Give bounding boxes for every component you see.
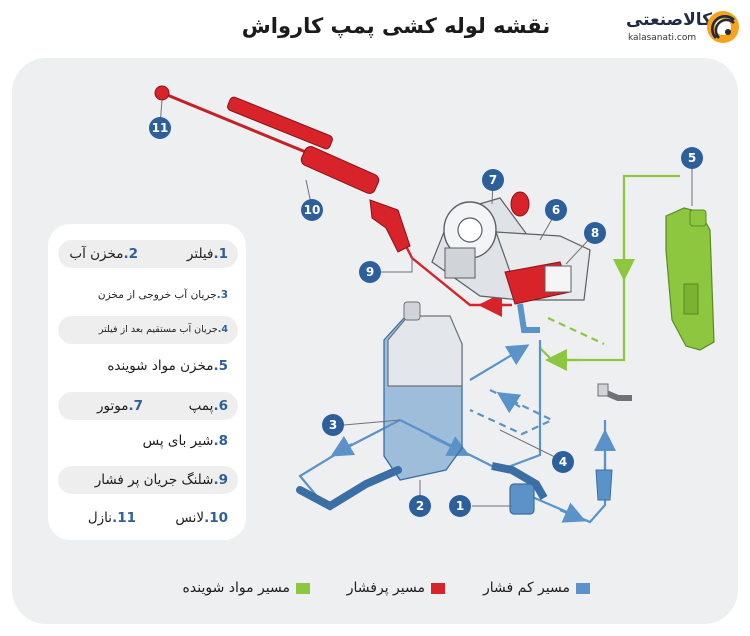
legend-item-8: 8.شیر بای پس — [142, 433, 228, 449]
component-legend-card: 1.فیلتر 2.مخزن آب 3.جریان آب خروجی از مخ… — [48, 224, 246, 540]
detergent-tank-image — [665, 207, 715, 351]
callout-badge-9: 9 — [359, 261, 381, 283]
callout-badge-7: 7 — [482, 169, 504, 191]
legend-item-1: 1.فیلتر — [186, 246, 228, 262]
callout-badge-8: 8 — [584, 222, 606, 244]
filter-image — [491, 462, 548, 515]
legend-item-4: 4.جریان آب مستقیم بعد از فیلتر — [98, 324, 228, 335]
motor-pump-image — [431, 191, 591, 333]
high-pressure-swatch — [431, 582, 445, 594]
callout-badge-1: 1 — [449, 495, 471, 517]
gear-wifi-logo-icon — [707, 11, 739, 43]
legend-item-2: 2.مخزن آب — [69, 246, 138, 262]
svg-text:8: 8 — [591, 226, 599, 240]
detergent-swatch — [296, 582, 310, 594]
legend-row-5: 5.مخزن مواد شوینده — [58, 352, 238, 380]
legend-row-4: 4.جریان آب مستقیم بعد از فیلتر — [58, 316, 238, 344]
path-key-high-pressure: مسیر پرفشار — [335, 577, 445, 599]
callout-badge-2: 2 — [409, 495, 431, 517]
callout-badge-4: 4 — [552, 451, 574, 473]
legend-item-6: 6.پمپ — [188, 398, 228, 414]
brand-logo-block[interactable]: کالاصنعتی kalasanati.com — [608, 6, 748, 48]
legend-row-1-2: 1.فیلتر 2.مخزن آب — [58, 240, 238, 268]
path-key-detergent: مسیر مواد شوینده — [160, 577, 310, 599]
callout-badge-10: 10 — [301, 199, 323, 221]
svg-text:10: 10 — [304, 203, 321, 217]
svg-text:3: 3 — [329, 418, 337, 432]
low-pressure-swatch — [576, 582, 590, 594]
faucet-valve-image — [595, 383, 632, 501]
svg-text:7: 7 — [489, 173, 497, 187]
callout-badge-3: 3 — [322, 414, 344, 436]
svg-text:2: 2 — [416, 499, 424, 513]
lance-gun-image — [154, 85, 411, 253]
brand-url: kalasanati.com — [628, 33, 697, 43]
svg-text:9: 9 — [366, 265, 374, 279]
path-key-low-pressure: مسیر کم فشار — [470, 577, 590, 599]
legend-row-6-7: 6.پمپ 7.موتور — [58, 392, 238, 420]
detergent-path — [539, 174, 680, 371]
legend-row-10-11: 10.لانس 11.نازل — [58, 504, 238, 532]
svg-text:5: 5 — [688, 151, 696, 165]
svg-text:6: 6 — [552, 203, 560, 217]
water-tank-image — [296, 301, 463, 511]
svg-text:4: 4 — [559, 455, 567, 469]
page-title: نقشه لوله کشی پمپ کارواش — [241, 14, 551, 38]
legend-item-11: 11.نازل — [87, 510, 136, 526]
legend-row-3: 3.جریان آب خروجی از مخزن — [58, 281, 238, 309]
legend-item-7: 7.موتور — [96, 398, 143, 414]
legend-row-8: 8.شیر بای پس — [58, 427, 238, 455]
legend-item-3: 3.جریان آب خروجی از مخزن — [97, 289, 228, 301]
svg-text:1: 1 — [456, 499, 464, 513]
callout-badge-11: 11 — [149, 117, 171, 139]
callout-badge-6: 6 — [545, 199, 567, 221]
legend-item-9: 9.شلنگ جریان پر فشار — [94, 472, 228, 488]
callout-badge-5: 5 — [681, 147, 703, 169]
legend-row-9: 9.شلنگ جریان پر فشار — [58, 466, 238, 494]
svg-text:11: 11 — [152, 121, 169, 135]
legend-item-5: 5.مخزن مواد شوینده — [107, 358, 228, 374]
brand-name: کالاصنعتی — [625, 10, 712, 30]
legend-item-10: 10.لانس — [175, 510, 228, 526]
